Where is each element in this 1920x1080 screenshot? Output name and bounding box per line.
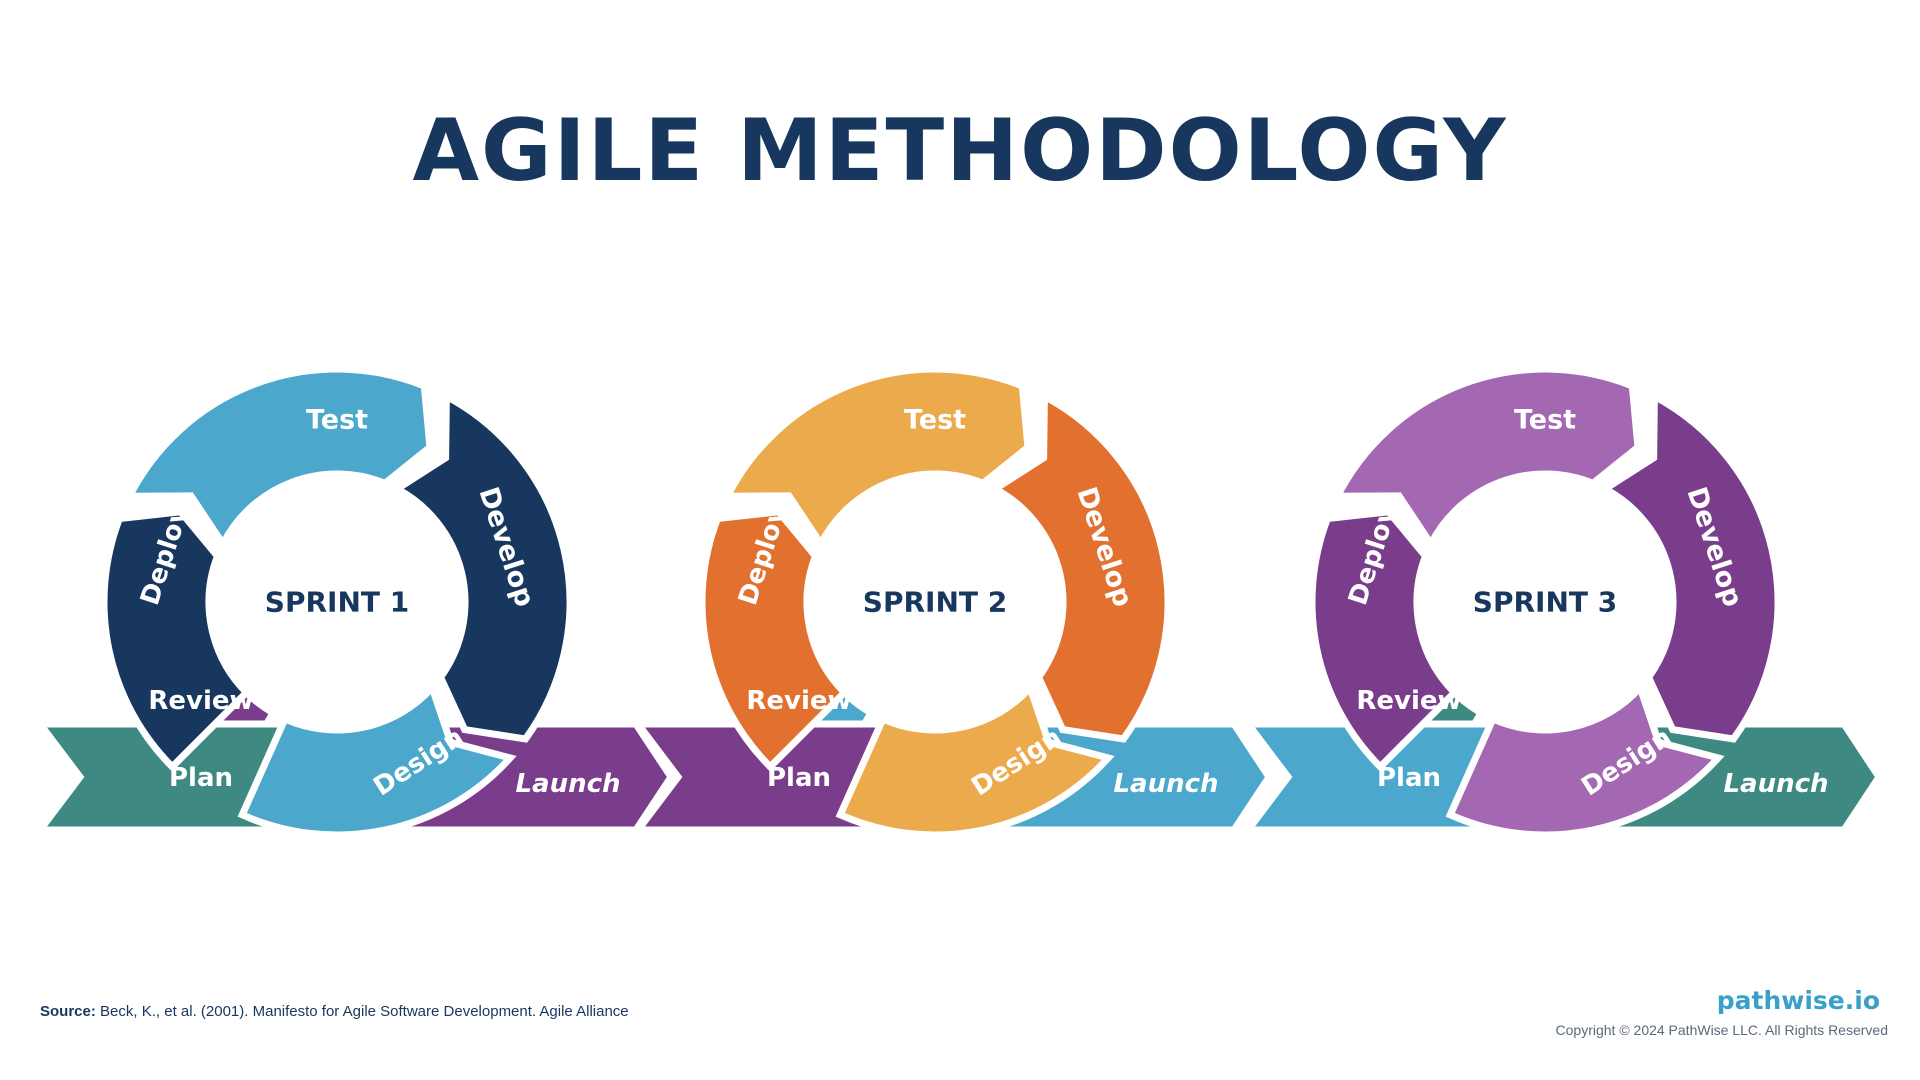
plan-label: Plan	[767, 763, 831, 793]
design-segment	[1445, 680, 1725, 839]
launch-label: Launch	[1113, 769, 1218, 799]
test-label: Test	[904, 405, 966, 436]
sprint-center	[809, 476, 1061, 728]
review-label: Review	[746, 686, 851, 716]
test-segment	[1331, 365, 1642, 551]
design-segment	[237, 680, 517, 839]
source-text: Beck, K., et al. (2001). Manifesto for A…	[100, 1003, 629, 1020]
copyright-notice: Copyright © 2024 PathWise LLC. All Right…	[1555, 1022, 1888, 1038]
review-label: Review	[148, 686, 253, 716]
sprint-label: SPRINT 3	[1473, 586, 1617, 619]
plan-label: Plan	[1377, 763, 1441, 793]
sprint-center	[211, 476, 463, 728]
deploy-segment	[1308, 508, 1460, 772]
test-segment	[721, 365, 1032, 551]
launch-label: Launch	[1723, 769, 1828, 799]
test-label: Test	[306, 405, 368, 436]
deploy-segment	[100, 508, 252, 772]
plan-label: Plan	[169, 763, 233, 793]
test-segment	[123, 365, 434, 551]
source-label: Source:	[40, 1003, 96, 1020]
deploy-segment	[698, 508, 850, 772]
sprint-label: SPRINT 1	[265, 586, 409, 619]
test-label: Test	[1514, 405, 1576, 436]
develop-segment	[1598, 390, 1782, 743]
review-label: Review	[1356, 686, 1461, 716]
develop-segment	[988, 390, 1172, 743]
page-title: AGILE METHODOLOGY	[412, 101, 1508, 201]
brand-logo[interactable]: pathwise.io	[1716, 986, 1880, 1015]
sprint-label: SPRINT 2	[863, 586, 1007, 619]
sprint-center	[1419, 476, 1671, 728]
source-citation: Source: Beck, K., et al. (2001). Manifes…	[40, 1003, 629, 1020]
develop-segment	[390, 390, 574, 743]
launch-label: Launch	[515, 769, 620, 799]
design-segment	[835, 680, 1115, 839]
